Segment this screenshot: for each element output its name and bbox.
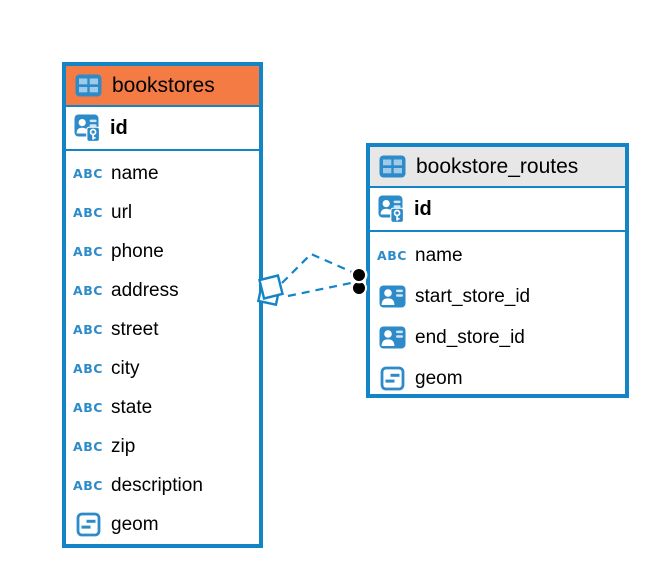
column-name: phone: [111, 240, 164, 262]
text-type-icon: ABC: [377, 248, 407, 263]
relationship-endpoint-dot-1[interactable]: [350, 266, 368, 284]
relationship-line-1[interactable]: [281, 252, 353, 284]
table-icon: [73, 72, 103, 100]
column-name: description: [111, 474, 203, 496]
column-name: geom: [111, 513, 159, 535]
table-header-bookstore-routes[interactable]: bookstore_routes: [370, 147, 625, 188]
column-row[interactable]: start_store_id: [370, 276, 625, 317]
column-name: name: [415, 244, 463, 266]
column-row[interactable]: ABC street: [66, 310, 259, 349]
column-name: zip: [111, 435, 136, 457]
text-type-icon: ABC: [73, 361, 103, 376]
text-type-icon: ABC: [73, 244, 103, 259]
column-name: geom: [415, 367, 463, 389]
text-type-icon: ABC: [73, 400, 103, 415]
table-icon: [377, 153, 407, 181]
foreign-key-icon: [377, 283, 407, 311]
relationship-line-2[interactable]: [287, 281, 352, 298]
column-name: address: [111, 279, 179, 301]
primary-key-name: id: [414, 197, 432, 220]
table-title: bookstores: [112, 73, 215, 97]
primary-key-row[interactable]: id: [370, 188, 625, 232]
column-name: name: [111, 162, 159, 184]
column-name: city: [111, 357, 140, 379]
geometry-type-icon: [73, 511, 103, 539]
text-type-icon: ABC: [73, 205, 103, 220]
text-type-icon: ABC: [73, 322, 103, 337]
table-header-bookstores[interactable]: bookstores: [66, 66, 259, 107]
column-name: state: [111, 396, 153, 418]
column-row[interactable]: ABC url: [66, 193, 259, 232]
table-title: bookstore_routes: [416, 154, 579, 178]
text-type-icon: ABC: [73, 478, 103, 493]
column-row[interactable]: ABC state: [66, 388, 259, 427]
text-type-icon: ABC: [73, 283, 103, 298]
primary-key-icon: [72, 114, 102, 142]
primary-key-icon: [376, 195, 406, 223]
column-row[interactable]: ABC name: [66, 154, 259, 193]
column-row[interactable]: geom: [370, 358, 625, 399]
column-name: street: [111, 318, 159, 340]
geometry-type-icon: [377, 365, 407, 393]
column-name: start_store_id: [415, 285, 531, 307]
column-row[interactable]: ABC city: [66, 349, 259, 388]
primary-key-name: id: [110, 116, 128, 139]
text-type-icon: ABC: [73, 166, 103, 181]
relationship-endpoint-dot-2[interactable]: [351, 280, 367, 296]
column-row[interactable]: geom: [66, 505, 259, 544]
entity-table-bookstore-routes[interactable]: bookstore_routes id ABC name start_store_i…: [366, 143, 629, 398]
foreign-key-icon: [377, 324, 407, 352]
column-row[interactable]: ABC zip: [66, 427, 259, 466]
column-row[interactable]: ABC description: [66, 466, 259, 505]
column-name: end_store_id: [415, 326, 525, 348]
column-row[interactable]: ABC name: [370, 235, 625, 276]
column-row[interactable]: end_store_id: [370, 317, 625, 358]
primary-key-row[interactable]: id: [66, 107, 259, 151]
column-row[interactable]: ABC address: [66, 271, 259, 310]
column-name: url: [111, 201, 133, 223]
column-row[interactable]: ABC phone: [66, 232, 259, 271]
text-type-icon: ABC: [73, 439, 103, 454]
